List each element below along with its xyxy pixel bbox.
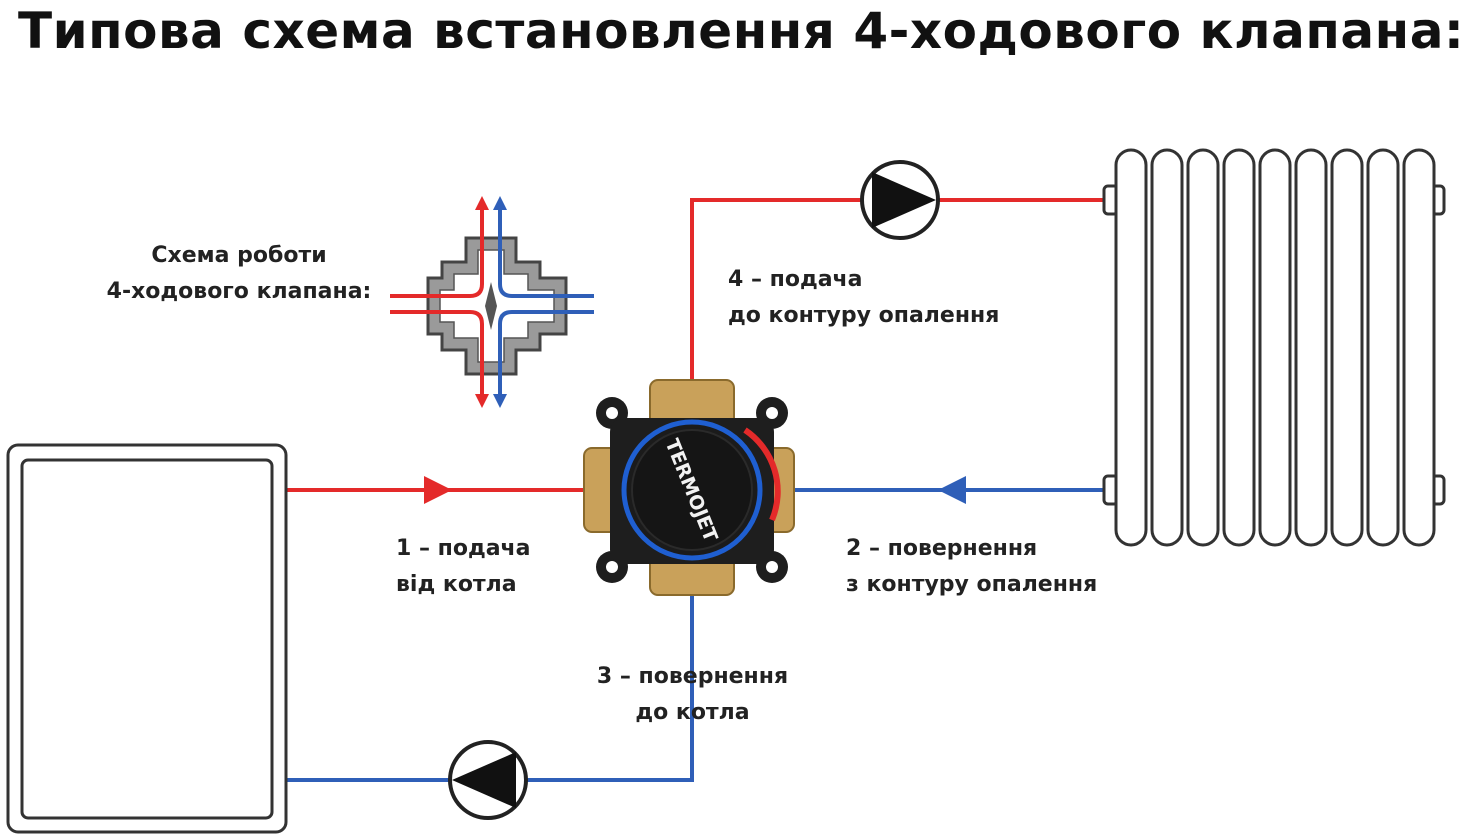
port-label-3-line1: 3 – повернення xyxy=(596,664,789,689)
port-label-4-line1: 4 – подача xyxy=(728,267,863,292)
scheme-label: Схема роботи 4-ходового клапана: xyxy=(104,238,374,310)
port-label-4: 4 – подача до контуру опалення xyxy=(728,262,999,334)
port-label-1-line1: 1 – подача xyxy=(396,536,531,561)
scheme-label-line2: 4-ходового клапана: xyxy=(106,279,372,304)
port-label-3: 3 – повернення до котла xyxy=(570,659,815,731)
pump-icon xyxy=(448,740,528,820)
port-label-1: 1 – подача від котла xyxy=(396,531,531,603)
port-label-3-line2: до котла xyxy=(635,700,750,725)
flow-arrow-icon xyxy=(475,394,489,408)
pump-icon xyxy=(860,160,940,240)
boiler-icon xyxy=(6,443,288,834)
port-label-2: 2 – повернення з контуру опалення xyxy=(846,531,1097,603)
flow-arrow-icon xyxy=(493,196,507,210)
flow-arrow-icon xyxy=(424,476,452,504)
flow-arrow-icon xyxy=(475,196,489,210)
scheme-label-line1: Схема роботи xyxy=(151,243,327,268)
pipe-return-to-boiler xyxy=(285,590,694,782)
port-label-2-line2: з контуру опалення xyxy=(846,572,1098,597)
port-label-2-line1: 2 – повернення xyxy=(846,536,1038,561)
flow-arrow-icon xyxy=(493,394,507,408)
valve-icon: TERMOJET xyxy=(583,379,795,596)
radiator-icon xyxy=(1102,148,1446,547)
port-label-1-line2: від котла xyxy=(396,572,517,597)
flow-arrow-icon xyxy=(938,476,966,504)
valve-operation-scheme xyxy=(390,196,594,408)
pipe-supply-to-circuit xyxy=(690,198,1110,385)
port-label-4-line2: до контуру опалення xyxy=(728,303,1000,328)
page-title: Типова схема встановлення 4-ходового кла… xyxy=(18,2,1465,60)
